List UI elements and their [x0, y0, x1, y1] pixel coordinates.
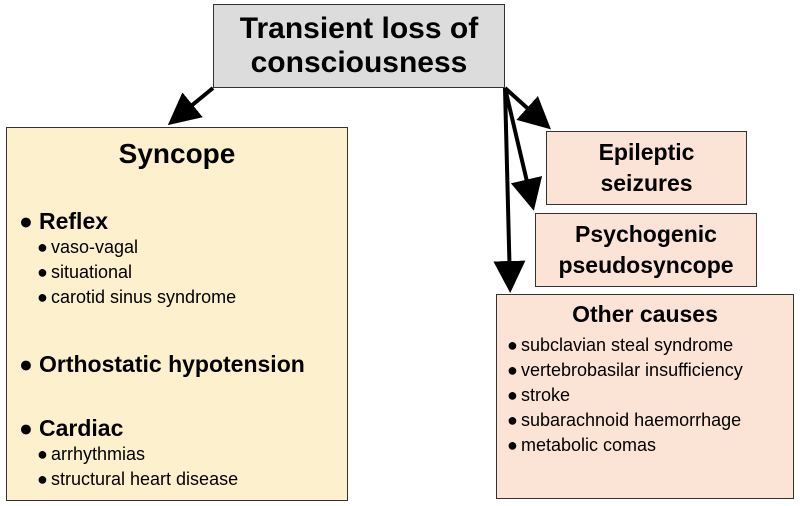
arrow-to-epileptic [503, 86, 551, 130]
bullet-icon: ● [507, 335, 518, 355]
bullet-icon: ● [507, 360, 518, 380]
top-title: Transient loss of consciousness [239, 11, 479, 80]
bullet-icon: ● [37, 444, 48, 464]
other-causes-list: ●subclavian steal syndrome ●vertebrobasi… [507, 333, 743, 458]
list-item: ●vertebrobasilar insufficiency [507, 358, 743, 383]
bullet-icon: ● [37, 262, 48, 282]
group-label: Orthostatic hypotension [39, 351, 305, 377]
list-item: ●structural heart disease [37, 467, 238, 492]
list-item: ●subclavian steal syndrome [507, 333, 743, 358]
arrow-to-other-causes [493, 87, 526, 293]
reflex-list: ●vaso-vagal ●situational ●carotid sinus … [19, 235, 236, 310]
epileptic-title: Epileptic seizures [598, 138, 695, 196]
epileptic-box: Epileptic seizures [546, 131, 747, 205]
bullet-icon: ● [507, 385, 518, 405]
list-item: ●carotid sinus syndrome [37, 285, 236, 310]
cardiac-list: ●arrhythmias ●structural heart disease [19, 442, 238, 492]
psychogenic-title: Psychogenic pseudosyncope [558, 220, 734, 278]
arrow-to-syncope [167, 86, 215, 126]
list-item: ●situational [37, 260, 236, 285]
top-box: Transient loss of consciousness [213, 4, 505, 88]
other-causes-title: Other causes [572, 301, 718, 327]
bullet-icon: ● [19, 415, 33, 441]
group-orthostatic: ●Orthostatic hypotension [19, 351, 305, 378]
group-label: Cardiac [39, 415, 124, 441]
bullet-icon: ● [37, 237, 48, 257]
arrow-to-psychogenic [503, 87, 543, 211]
list-item: ●subarachnoid haemorrhage [507, 408, 743, 433]
group-cardiac: ●Cardiac ●arrhythmias ●structural heart … [19, 415, 238, 492]
list-item: ●arrhythmias [37, 442, 238, 467]
bullet-icon: ● [19, 208, 33, 234]
group-label: Reflex [39, 208, 109, 234]
other-causes-box: Other causes ●subclavian steal syndrome … [496, 294, 794, 499]
syncope-title: Syncope [118, 138, 236, 169]
list-item: ●metabolic comas [507, 433, 743, 458]
bullet-icon: ● [37, 287, 48, 307]
list-item: ●vaso-vagal [37, 235, 236, 260]
syncope-box: Syncope ●Reflex ●vaso-vagal ●situational… [6, 127, 348, 501]
bullet-icon: ● [507, 410, 518, 430]
list-item: ●stroke [507, 383, 743, 408]
bullet-icon: ● [37, 469, 48, 489]
bullet-icon: ● [507, 435, 518, 455]
bullet-icon: ● [19, 351, 33, 377]
group-reflex: ●Reflex ●vaso-vagal ●situational ●caroti… [19, 208, 236, 310]
psychogenic-box: Psychogenic pseudosyncope [535, 213, 757, 287]
